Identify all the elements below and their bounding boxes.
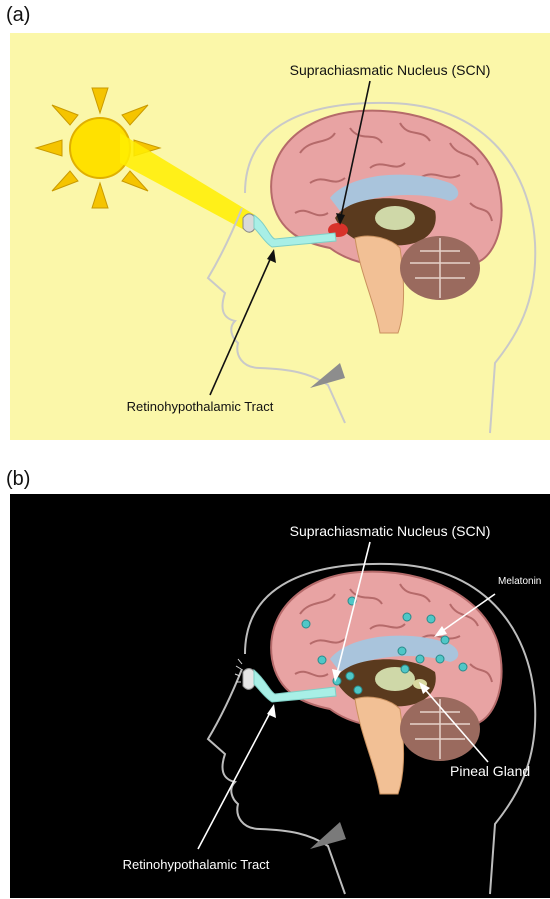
rht-label: Retinohypothalamic Tract: [127, 399, 274, 414]
rht-label: Retinohypothalamic Tract: [123, 857, 270, 872]
melatonin-molecule-icon: [459, 663, 467, 671]
eye-icon: [235, 659, 256, 689]
melatonin-molecule-icon: [401, 665, 409, 673]
melatonin-molecule-icon: [302, 620, 310, 628]
panel-b-illustration: Suprachiasmatic Nucleus (SCN) Melatonin …: [10, 494, 550, 898]
scn-label: Suprachiasmatic Nucleus (SCN): [290, 523, 491, 539]
melatonin-molecule-icon: [427, 615, 435, 623]
melatonin-molecule-icon: [346, 672, 354, 680]
scn-label: Suprachiasmatic Nucleus (SCN): [290, 62, 491, 78]
panel-a-label: (a): [6, 4, 30, 27]
panel-b-label: (b): [6, 468, 30, 491]
melatonin-molecule-icon: [354, 686, 362, 694]
melatonin-molecule-icon: [403, 613, 411, 621]
melatonin-molecule-icon: [441, 636, 449, 644]
pineal-gland-label: Pineal Gland: [450, 763, 530, 779]
melatonin-molecule-icon: [398, 647, 406, 655]
brain-icon: [271, 572, 501, 794]
brain-icon: [271, 111, 501, 333]
rht-pointer-arrow: [198, 704, 276, 849]
melatonin-molecule-icon: [416, 655, 424, 663]
panel-a-daylight: Suprachiasmatic Nucleus (SCN) Retinohypo…: [10, 33, 550, 440]
rht-pointer-arrow: [210, 249, 276, 395]
panel-b-night: Suprachiasmatic Nucleus (SCN) Melatonin …: [10, 494, 550, 898]
melatonin-molecule-icon: [318, 656, 326, 664]
melatonin-label: Melatonin: [498, 576, 541, 587]
melatonin-molecule-icon: [436, 655, 444, 663]
panel-a-illustration: Suprachiasmatic Nucleus (SCN) Retinohypo…: [10, 33, 550, 440]
